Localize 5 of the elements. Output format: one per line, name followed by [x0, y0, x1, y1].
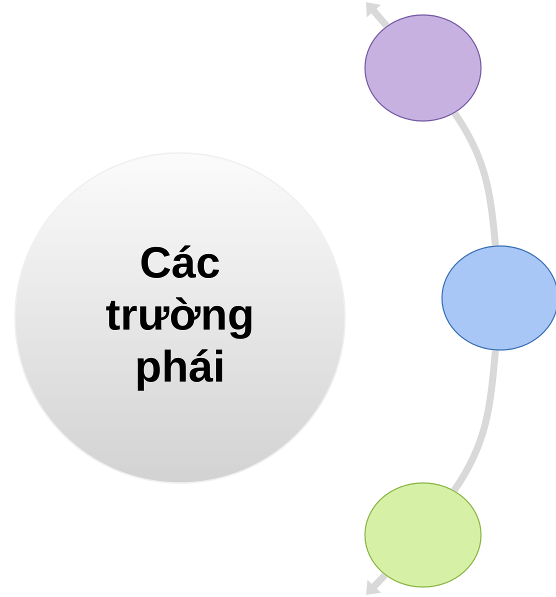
curved-arrow — [366, 572, 388, 595]
curved-arrow — [366, 2, 390, 28]
empty-circle — [441, 245, 556, 351]
empty-circle — [364, 14, 482, 122]
empty-circle — [364, 482, 482, 588]
